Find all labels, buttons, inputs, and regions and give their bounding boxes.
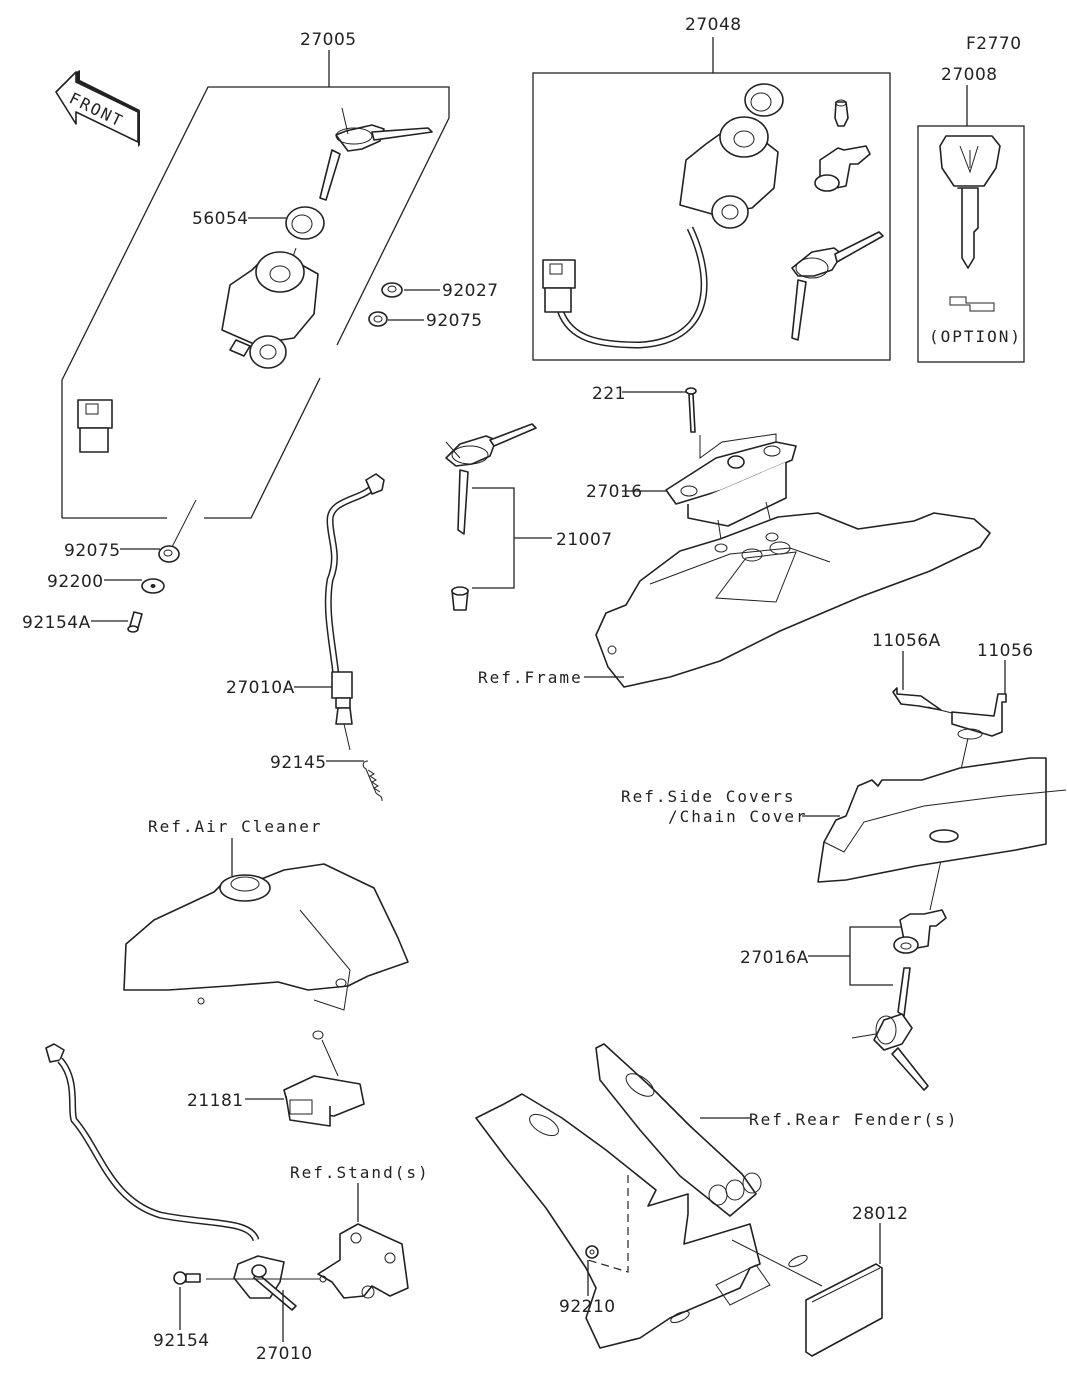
relay-21181 bbox=[283, 1075, 365, 1127]
callout-27008[interactable]: 27008 bbox=[941, 65, 998, 85]
figure-code: F2770 bbox=[966, 34, 1022, 54]
ref-stand[interactable]: Ref.Stand(s) bbox=[290, 1163, 430, 1182]
frame-icon bbox=[595, 512, 991, 688]
assembly-27005 bbox=[61, 50, 450, 519]
callout-27010A[interactable]: 27010A bbox=[226, 678, 295, 698]
air-cleaner-icon bbox=[123, 863, 409, 1040]
ref-rear-fender[interactable]: Ref.Rear Fender(s) bbox=[749, 1110, 958, 1129]
ignition-switch-icon bbox=[679, 116, 779, 229]
key-set-21007 bbox=[445, 423, 537, 535]
callout-11056[interactable]: 11056 bbox=[977, 641, 1034, 661]
callout-21181[interactable]: 21181 bbox=[187, 1091, 244, 1111]
callout-27016A[interactable]: 27016A bbox=[740, 948, 809, 968]
lock-cylinder-icon bbox=[451, 586, 469, 611]
callout-92027[interactable]: 92027 bbox=[442, 281, 499, 301]
callout-92210[interactable]: 92210 bbox=[559, 1297, 616, 1317]
clip-11056A bbox=[892, 687, 942, 711]
washer-92075 bbox=[368, 311, 388, 327]
bolt-92154 bbox=[173, 1271, 201, 1285]
callout-27010[interactable]: 27010 bbox=[256, 1344, 313, 1364]
assembly-27008 bbox=[917, 85, 1025, 363]
callout-92200[interactable]: 92200 bbox=[47, 572, 104, 592]
assembly-27048 bbox=[532, 37, 891, 361]
nut-92210 bbox=[585, 1245, 599, 1259]
callout-28012[interactable]: 28012 bbox=[852, 1204, 909, 1224]
washer-92027 bbox=[381, 282, 403, 298]
callout-27048[interactable]: 27048 bbox=[685, 15, 742, 35]
ref-side-covers[interactable]: Ref.Side Covers bbox=[621, 787, 796, 806]
stand-bracket-icon bbox=[317, 1223, 409, 1299]
callout-92075-upper[interactable]: 92075 bbox=[426, 311, 483, 331]
callout-92075-lower[interactable]: 92075 bbox=[64, 541, 121, 561]
side-cover-icon bbox=[817, 757, 1067, 883]
connector-icon bbox=[77, 399, 113, 453]
washer-92075-lower bbox=[158, 545, 180, 563]
ref-air-cleaner[interactable]: Ref.Air Cleaner bbox=[148, 817, 323, 836]
connector-icon bbox=[542, 259, 576, 313]
spring-92145 bbox=[362, 760, 383, 802]
screw-221 bbox=[685, 387, 697, 433]
callout-92145[interactable]: 92145 bbox=[270, 753, 327, 773]
key-set-icon bbox=[319, 107, 433, 201]
ref-frame[interactable]: Ref.Frame bbox=[478, 668, 583, 687]
option-note: (OPTION) bbox=[929, 327, 1022, 346]
seat-lock-27016A bbox=[893, 909, 947, 954]
callout-56054[interactable]: 56054 bbox=[192, 209, 249, 229]
sensor-connector-icon bbox=[365, 473, 385, 495]
bolt-92154A bbox=[127, 611, 143, 633]
callout-21007[interactable]: 21007 bbox=[556, 530, 613, 550]
key-set-icon bbox=[791, 231, 884, 341]
callout-221[interactable]: 221 bbox=[592, 384, 626, 404]
callout-92154[interactable]: 92154 bbox=[153, 1331, 210, 1351]
front-arrow-icon: FRONT bbox=[55, 70, 140, 147]
callout-11056A[interactable]: 11056A bbox=[872, 631, 941, 651]
bracket-27016 bbox=[665, 441, 797, 527]
rear-fender-icon bbox=[475, 1043, 808, 1349]
sensor-connector-icon bbox=[45, 1043, 65, 1063]
callout-27016[interactable]: 27016 bbox=[586, 482, 643, 502]
ignition-switch-icon bbox=[221, 251, 319, 369]
side-stand-switch-27010 bbox=[233, 1255, 297, 1311]
bracket-11056 bbox=[951, 693, 1007, 737]
brake-light-switch-27010A bbox=[331, 671, 353, 751]
option-symbol-icon bbox=[949, 296, 995, 312]
ref-chain-cover[interactable]: /Chain Cover bbox=[668, 807, 808, 826]
callout-27005[interactable]: 27005 bbox=[300, 30, 357, 50]
callout-92154A[interactable]: 92154A bbox=[22, 613, 91, 633]
key-blank-icon bbox=[939, 135, 1001, 269]
reflector-28012 bbox=[805, 1263, 883, 1357]
key-set-icon bbox=[851, 967, 929, 1091]
